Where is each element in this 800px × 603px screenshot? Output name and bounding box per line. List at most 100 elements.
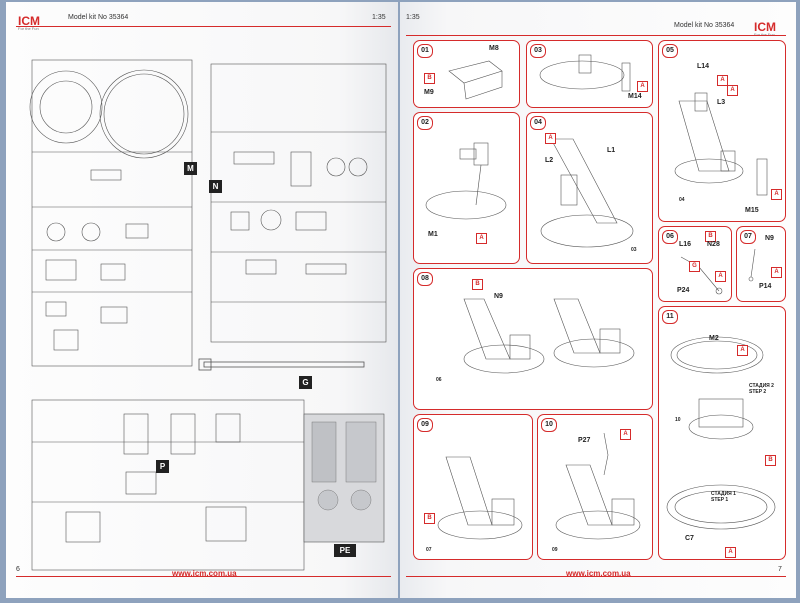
step-09-panel: 09 B 07 [413, 414, 533, 560]
part-label-m14: M14 [628, 93, 642, 100]
part-tag-g: G [689, 261, 700, 272]
step-11-panel: 11 M2 A СТАДИЯ 2 STEP 2 10 B СТАДИЯ 1 ST… [658, 306, 786, 560]
step-04-drawing [540, 138, 634, 248]
part-label-p24: P24 [677, 287, 690, 294]
step-04-panel: 04 A L1 L2 03 [526, 112, 653, 264]
page-number: 6 [16, 566, 20, 573]
logo-tagline: For the Fun [754, 32, 776, 37]
sprue-m [29, 59, 193, 367]
sprue-label-m: M [184, 162, 197, 175]
sprue-label-pe: PE [334, 544, 356, 557]
part-label-p27: P27 [578, 437, 591, 444]
icm-logo: ICM For the Fun [18, 14, 40, 31]
ref-step-09: 09 [552, 547, 558, 553]
footer-rule [406, 576, 786, 577]
page-number: 7 [778, 566, 782, 573]
ref-step-06: 06 [436, 377, 442, 383]
step-number: 01 [417, 44, 433, 58]
right-page: 1:35 Model kit No 35364 ICM For the Fun … [400, 2, 796, 598]
step-08-drawing [463, 298, 635, 374]
sprue-label-p: P [156, 460, 169, 473]
part-label-m9: M9 [424, 89, 434, 96]
part-tag-a: A [637, 81, 648, 92]
part-label-l1: L1 [607, 147, 616, 154]
part-label-l3: L3 [717, 99, 726, 106]
sprue-g-barrel [198, 358, 365, 371]
part-tag-a: A [715, 271, 726, 282]
step-number: 11 [662, 310, 678, 324]
step-05-drawing [674, 92, 768, 196]
step-01-drawing [448, 60, 503, 100]
logo-text: ICM [18, 14, 40, 28]
logo-text: ICM [754, 20, 776, 34]
sprue-p [31, 399, 305, 571]
step-number: 03 [530, 44, 546, 58]
part-label-l2: L2 [545, 157, 554, 164]
ref-step-07: 07 [426, 547, 432, 553]
step-number: 08 [417, 272, 433, 286]
part-label-n9: N9 [765, 235, 774, 242]
part-tag-a: A [725, 547, 736, 558]
step-06-panel: 06 B L16 N28 G A P24 [658, 226, 732, 302]
sprue-label-n: N [209, 180, 222, 193]
ref-step-10: 10 [675, 417, 681, 423]
step-number: 09 [417, 418, 433, 432]
step-03-panel: 03 A M14 [526, 40, 653, 108]
photo-etch-fret [303, 413, 385, 543]
part-tag-a: A [737, 345, 748, 356]
part-tag-b: B [424, 513, 435, 524]
step-number: 02 [417, 116, 433, 130]
step-10-drawing [555, 432, 641, 540]
ref-step-03: 03 [631, 247, 637, 253]
stage-1-label: СТАДИЯ 1 STEP 1 [711, 491, 736, 503]
step-07-drawing [748, 248, 756, 282]
part-tag-b: B [705, 231, 716, 242]
part-label-m15: M15 [745, 207, 759, 214]
part-tag-a: A [771, 189, 782, 200]
step-02-drawing [425, 142, 507, 220]
header-rule [406, 35, 786, 36]
footer-rule [16, 576, 391, 577]
part-label-m2: M2 [709, 335, 719, 342]
left-page: ICM For the Fun Model kit No 35364 1:35 [6, 2, 398, 598]
step-number: 04 [530, 116, 546, 130]
step-number: 05 [662, 44, 678, 58]
header-kit-number: Model kit No 35364 [674, 22, 735, 29]
part-tag-a: A [620, 429, 631, 440]
footer-url: www.icm.com.ua [172, 569, 237, 578]
part-label-l14: L14 [697, 63, 710, 70]
step-07-panel: 07 N9 A P14 [736, 226, 786, 302]
step-number: 06 [662, 230, 678, 244]
step-09-drawing [437, 456, 523, 540]
part-label-l16: L16 [679, 241, 692, 248]
header-rule [16, 26, 391, 27]
part-tag-b: B [424, 73, 435, 84]
part-label-n28: N28 [707, 241, 720, 248]
part-tag-b: B [765, 455, 776, 466]
ref-step-04: 04 [679, 197, 685, 203]
part-label-p14: P14 [759, 283, 772, 290]
step-05-panel: 05 L14 A A L3 A M15 04 [658, 40, 786, 222]
logo-tagline: For the Fun [18, 26, 39, 31]
sprue-label-g: G [299, 376, 312, 389]
part-tag-a: A [717, 75, 728, 86]
step-02-panel: 02 M1 A [413, 112, 520, 264]
step-08-panel: 08 B N9 06 [413, 268, 653, 410]
part-tag-a: A [727, 85, 738, 96]
step-11-drawing [666, 336, 776, 530]
sprue-n [210, 63, 387, 343]
step-03-drawing [539, 54, 631, 92]
header-scale: 1:35 [406, 14, 420, 21]
step-number: 10 [541, 418, 557, 432]
step-10-panel: 10 A P27 09 [537, 414, 653, 560]
part-tag-a: A [545, 133, 556, 144]
footer-url: www.icm.com.ua [566, 569, 631, 578]
header-kit-number: Model kit No 35364 [68, 14, 129, 21]
part-label-c7: C7 [685, 535, 694, 542]
part-tag-a: A [476, 233, 487, 244]
sprue-diagrams [29, 59, 387, 571]
icm-logo: ICM For the Fun [754, 20, 776, 37]
step-01-panel: 01 B M8 M9 [413, 40, 520, 108]
part-tag-a: A [771, 267, 782, 278]
header-scale: 1:35 [372, 14, 386, 21]
